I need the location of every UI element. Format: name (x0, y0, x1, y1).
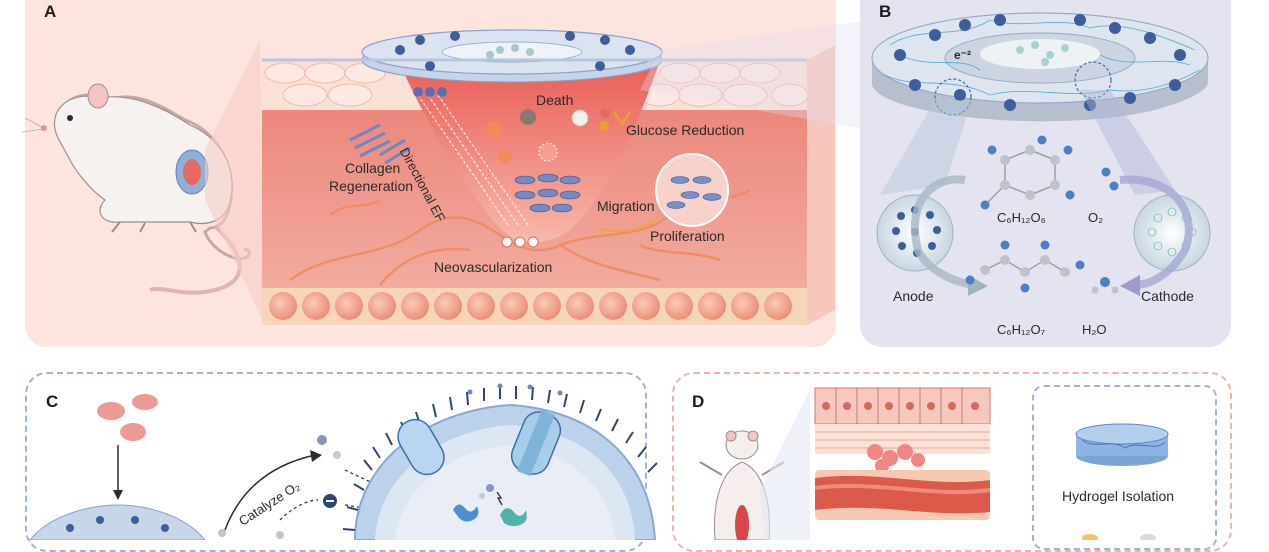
label-migration: Migration (597, 198, 655, 214)
proliferation-circle (655, 153, 729, 227)
fat-cells (269, 292, 792, 320)
label-proliferation: Proliferation (650, 228, 725, 244)
collagen-fibers (349, 123, 411, 165)
negative-charges (501, 236, 539, 248)
label-collagen: Collagen (345, 160, 401, 176)
glucose-molecule (980, 135, 1075, 210)
panel-d-illustration (699, 387, 1169, 540)
panel-a-letter: A (44, 2, 57, 21)
panel-d-letter: D (692, 392, 705, 411)
label-death: Death (536, 92, 574, 108)
water-molecule (1091, 277, 1119, 294)
skin-layers (814, 387, 991, 520)
panel-b-letter: B (879, 2, 892, 21)
panel-a-illustration (21, 20, 870, 325)
label-glucose-reduction: Glucose Reduction (626, 122, 745, 138)
mouse-top-view (699, 430, 785, 540)
bacterial-membrane (342, 383, 658, 540)
hydrogel-ring-disc (871, 12, 1209, 122)
bacteria-death (486, 108, 632, 163)
hydrogel-isolation-disc (1075, 423, 1169, 466)
hydrogel-disc-a (262, 29, 807, 83)
label-oxygen: O₂ (1088, 210, 1104, 225)
glucose-droplets (97, 394, 158, 441)
gluconic-acid-molecule (965, 240, 1085, 293)
label-hydrogel-isolation: Hydrogel Isolation (1062, 488, 1175, 504)
label-neovascularization: Neovascularization (434, 259, 553, 275)
wound-cone (398, 60, 660, 243)
label-gluconic-acid: C₆H₁₂O₇ (997, 322, 1046, 337)
oxygen-molecule (1101, 167, 1119, 191)
migrating-cells (514, 173, 581, 213)
label-cathode: Cathode (1141, 288, 1194, 304)
label-anode: Anode (893, 288, 934, 304)
panel-c-illustration (29, 383, 658, 540)
label-regeneration: Regeneration (329, 178, 414, 194)
panel-b-illustration (871, 12, 1211, 296)
label-electron: e⁻² (954, 48, 972, 62)
protein-damage (453, 484, 527, 527)
positive-charges (413, 87, 447, 97)
label-water: H₂O (1082, 322, 1107, 337)
label-glucose: C₆H₁₂O₆ (997, 210, 1046, 225)
panel-c-letter: C (46, 392, 59, 411)
lipid-tails (342, 386, 658, 531)
